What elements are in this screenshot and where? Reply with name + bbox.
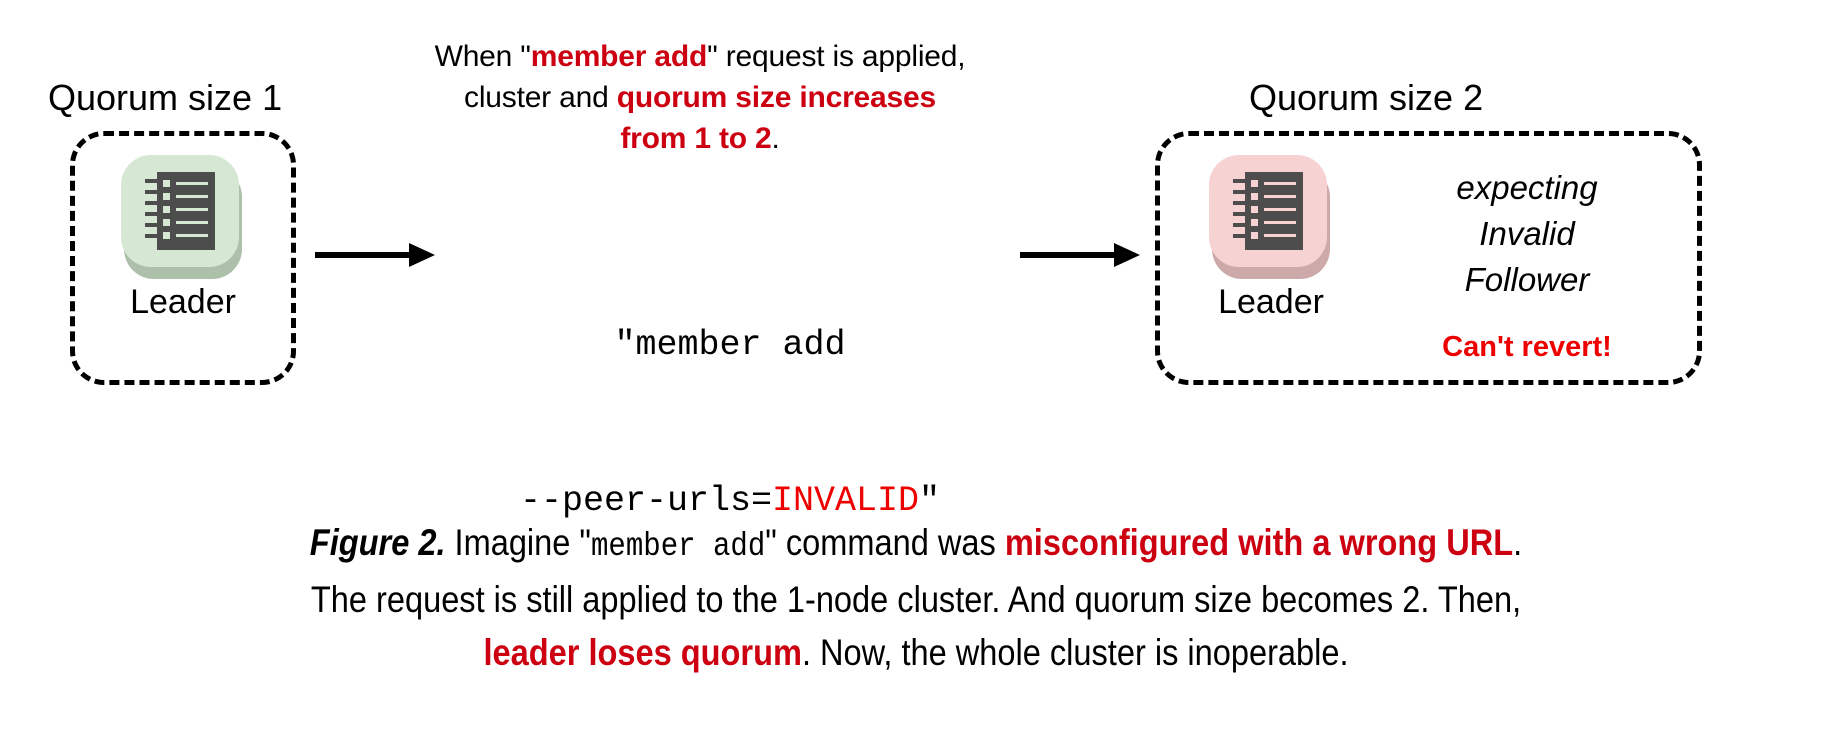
expect-line-1: expecting xyxy=(1456,169,1598,206)
right-node-label: Leader xyxy=(1218,283,1324,321)
top-annotation-line-3: from 1 to 2. xyxy=(400,118,1000,159)
top-annotation-line2-pre: cluster and xyxy=(464,81,617,114)
caption-mono-command: member add xyxy=(590,528,766,565)
arrow-command-to-right-icon xyxy=(1020,240,1140,270)
top-annotation-line2-emphasis: quorum size increases xyxy=(616,81,936,114)
expecting-invalid-follower-note: expecting Invalid Follower xyxy=(1392,165,1662,303)
right-cluster-box xyxy=(1155,131,1702,385)
top-annotation: When "member add" request is applied, cl… xyxy=(400,36,1000,159)
left-cluster-node: Leader xyxy=(108,155,258,321)
caption-figure-number: Figure 2. xyxy=(309,522,446,563)
top-annotation-line1-pre: When " xyxy=(434,40,531,73)
caption-seg-2: " command was xyxy=(765,522,1005,563)
expect-line-3: Follower xyxy=(1464,261,1590,298)
command-line2-pre: --peer-urls= xyxy=(519,481,772,521)
caption-line-3: leader loses quorum. Now, the whole clus… xyxy=(145,626,1687,679)
expect-line-2: Invalid xyxy=(1479,215,1575,252)
command-line-1: "member add xyxy=(614,325,846,365)
arrow-left-to-command-icon xyxy=(315,240,435,270)
left-cluster-box xyxy=(70,131,296,385)
top-annotation-line-2: cluster and quorum size increases xyxy=(400,77,1000,118)
top-annotation-line1-post: " request is applied, xyxy=(707,40,966,73)
caption-seg-1: Imagine " xyxy=(445,522,591,563)
right-cluster-group-label: Quorum size 2 xyxy=(1249,77,1484,118)
caption-seg-3: . xyxy=(1513,522,1523,563)
caption-line-1: Figure 2. Imagine "member add" command w… xyxy=(145,516,1687,573)
right-node-icon-wrap xyxy=(1209,155,1333,279)
top-annotation-line-1: When "member add" request is applied, xyxy=(400,36,1000,77)
command-line2-post: " xyxy=(919,481,941,521)
top-annotation-line3-post: . xyxy=(771,122,780,155)
command-invalid-token: INVALID xyxy=(772,481,920,521)
cant-revert-warning: Can't revert! xyxy=(1442,331,1612,363)
left-cluster-group-label: Quorum size 1 xyxy=(48,77,283,118)
caption-emphasis-1: misconfigured with a wrong URL xyxy=(1004,522,1514,563)
caption-emphasis-2: leader loses quorum xyxy=(483,632,802,673)
server-rack-icon xyxy=(1209,155,1327,267)
left-node-icon-wrap xyxy=(121,155,245,279)
left-node-label: Leader xyxy=(130,283,236,321)
caption-seg-5: . Now, the whole cluster is inoperable. xyxy=(801,632,1349,673)
top-annotation-line3-emphasis: from 1 to 2 xyxy=(620,122,772,155)
right-cluster-node: Leader xyxy=(1196,155,1346,321)
command-text: "member add --peer-urls=INVALID" xyxy=(450,215,1010,631)
caption-line-2: The request is still applied to the 1-no… xyxy=(310,579,1522,620)
figure-caption: Figure 2. Imagine "member add" command w… xyxy=(145,516,1687,679)
top-annotation-line1-emphasis: member add xyxy=(530,40,708,73)
server-rack-icon xyxy=(121,155,239,267)
command-line-2: --peer-urls=INVALID" xyxy=(450,475,1010,527)
